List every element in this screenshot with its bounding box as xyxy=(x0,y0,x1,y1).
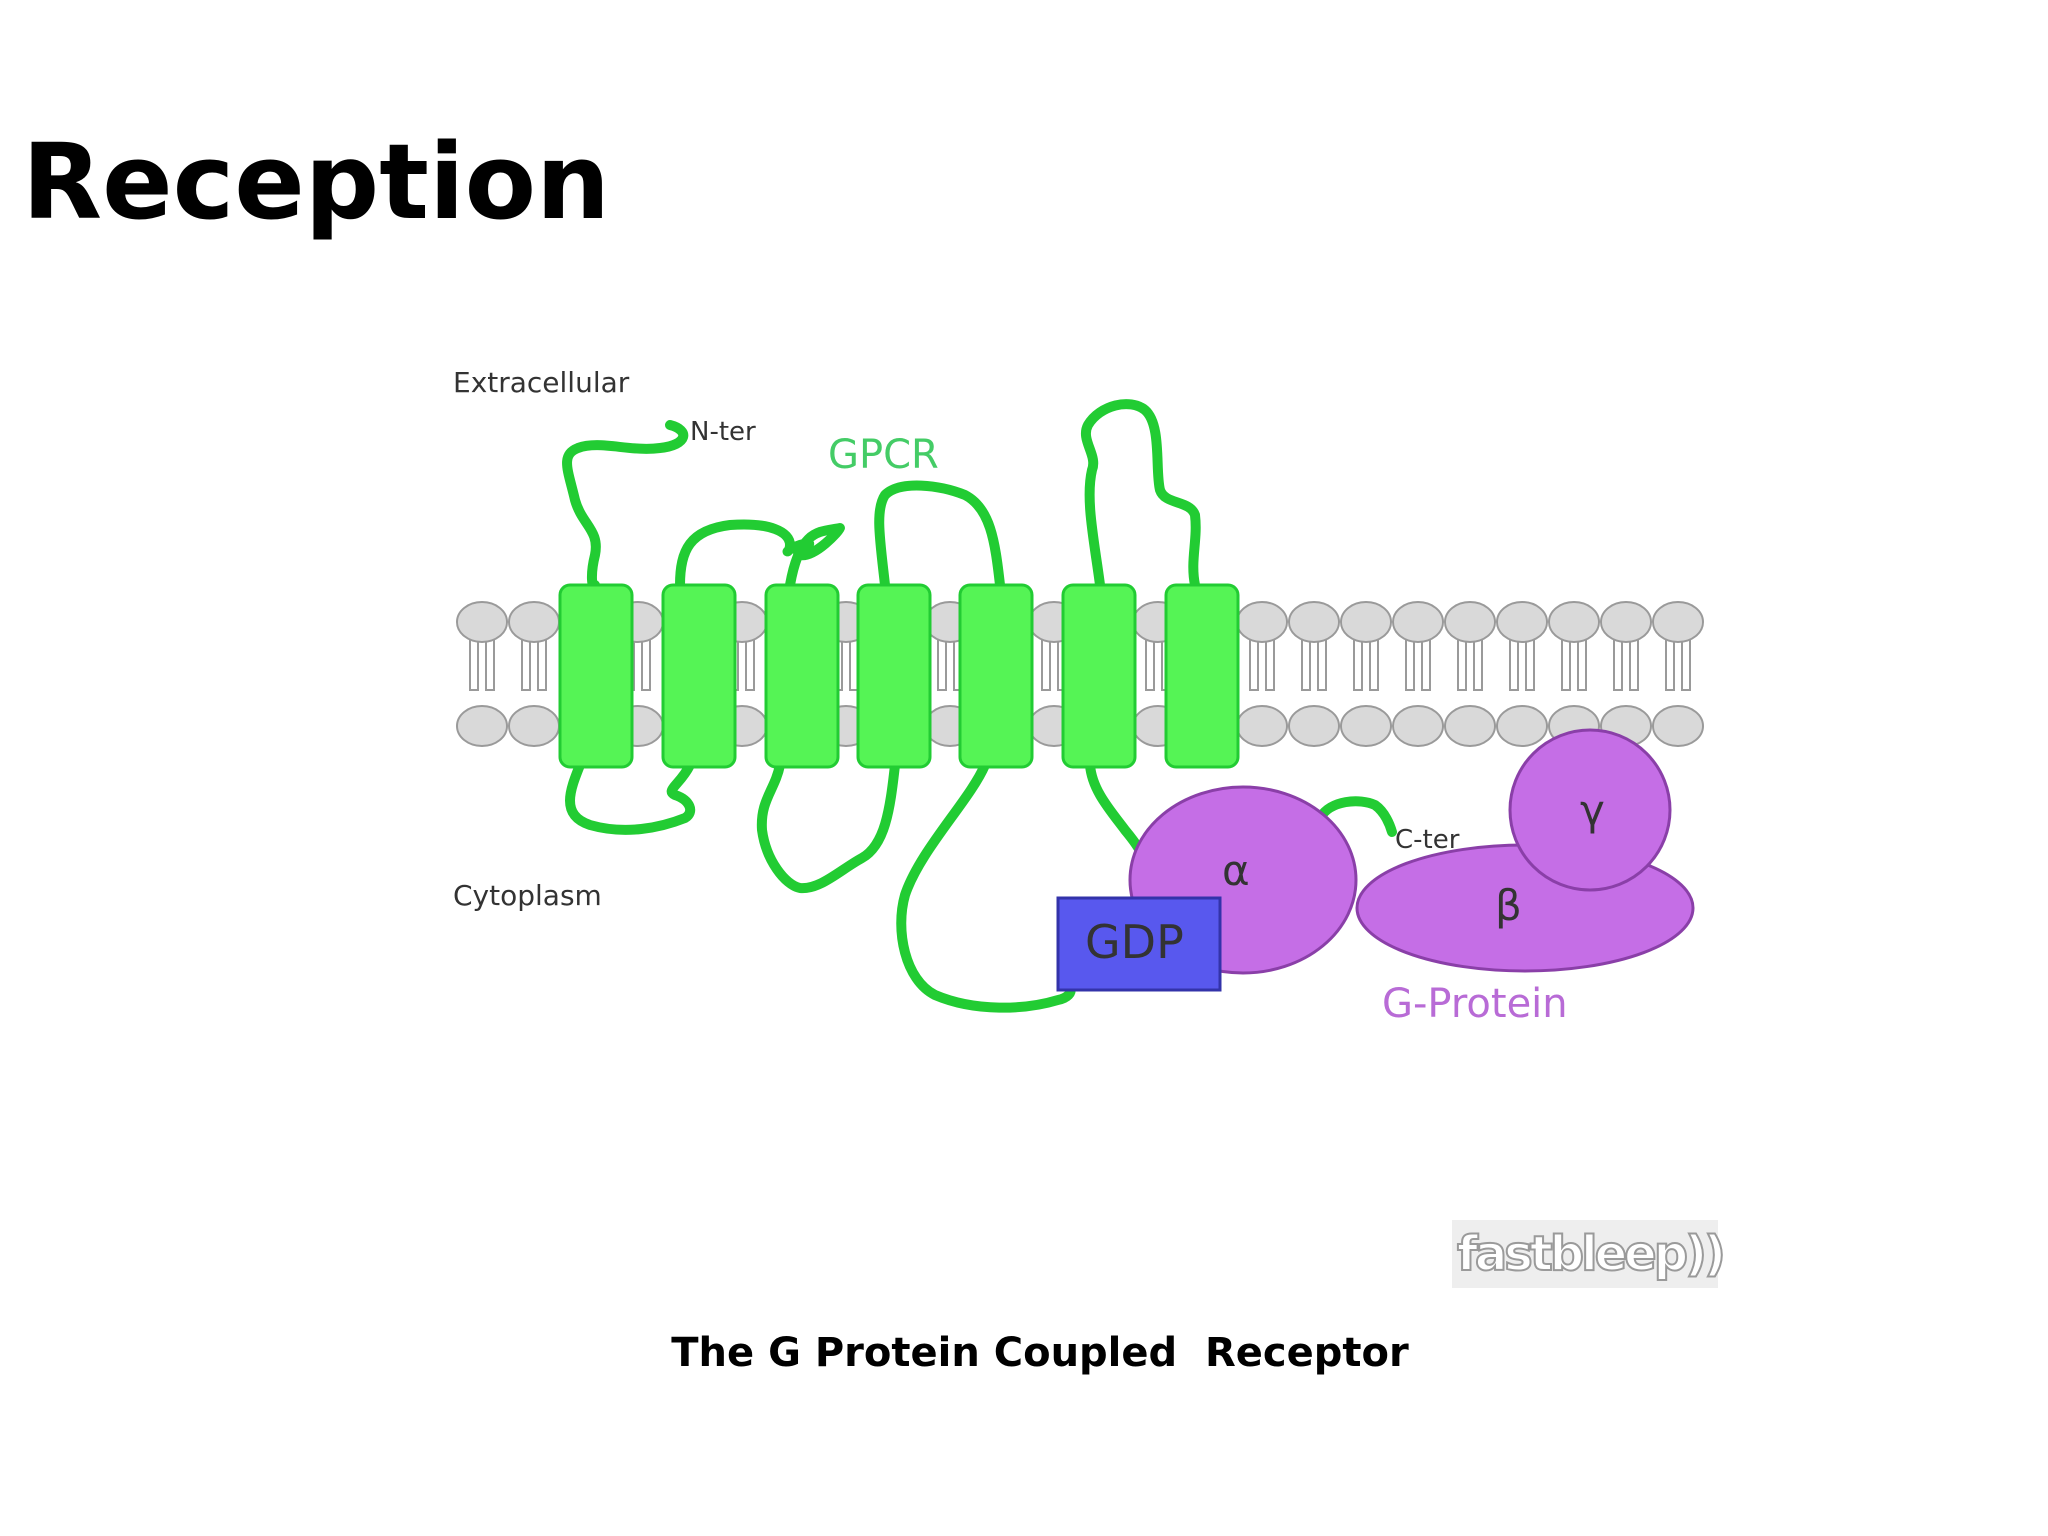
lipid xyxy=(456,601,508,747)
transmembrane-helices xyxy=(558,583,1240,769)
slide-title: Reception xyxy=(22,121,611,243)
figure-caption: The G Protein Coupled Receptor xyxy=(671,1330,1409,1376)
extracellular-loop-1 xyxy=(675,519,845,590)
n-terminus-loop xyxy=(562,420,689,591)
alpha-c-ter-link xyxy=(1315,796,1397,837)
transmembrane-helix-1 xyxy=(558,583,634,769)
lipid xyxy=(508,601,560,747)
intracellular-loop-1 xyxy=(565,760,696,835)
lipid xyxy=(1288,601,1340,747)
n-ter-label: N-ter xyxy=(690,417,756,447)
transmembrane-helix-5 xyxy=(958,583,1034,769)
extracellular-label: Extracellular xyxy=(453,366,630,399)
gamma-subunit xyxy=(1508,728,1672,892)
lipid xyxy=(1496,601,1548,747)
beta-label: β xyxy=(1495,881,1522,930)
fastbleep-logo: fastbleep)) xyxy=(1452,1220,1727,1288)
transmembrane-helix-7 xyxy=(1164,583,1240,769)
lipid xyxy=(1392,601,1444,747)
g-protein-label: G-Protein xyxy=(1382,981,1568,1027)
gpcr-chain xyxy=(562,399,1397,1013)
lipid xyxy=(1236,601,1288,747)
fastbleep-logo-text: fastbleep)) xyxy=(1457,1226,1723,1282)
transmembrane-helix-6 xyxy=(1061,583,1137,769)
transmembrane-helix-4 xyxy=(856,583,932,769)
intracellular-loop-2 xyxy=(756,760,900,894)
gamma-label: γ xyxy=(1580,786,1605,835)
intracellular-loop-3 xyxy=(896,760,1076,1013)
g-protein xyxy=(1056,728,1695,992)
lipid xyxy=(1340,601,1392,747)
extracellular-loop-2 xyxy=(874,480,1005,590)
c-terminus xyxy=(1085,760,1147,860)
lipid xyxy=(1444,601,1496,747)
alpha-label: α xyxy=(1222,846,1250,895)
transmembrane-helix-2 xyxy=(661,583,737,769)
transmembrane-helix-3 xyxy=(764,583,840,769)
gdp-label: GDP xyxy=(1085,915,1184,969)
lipid xyxy=(1600,601,1652,747)
cytoplasm-label: Cytoplasm xyxy=(453,879,602,912)
lipid xyxy=(1548,601,1600,747)
gdp-box xyxy=(1056,896,1222,992)
gpcr-label: GPCR xyxy=(828,432,939,478)
c-ter-label: C-ter xyxy=(1395,825,1460,855)
extracellular-loop-3 xyxy=(1081,399,1201,590)
lipid xyxy=(1652,601,1704,747)
